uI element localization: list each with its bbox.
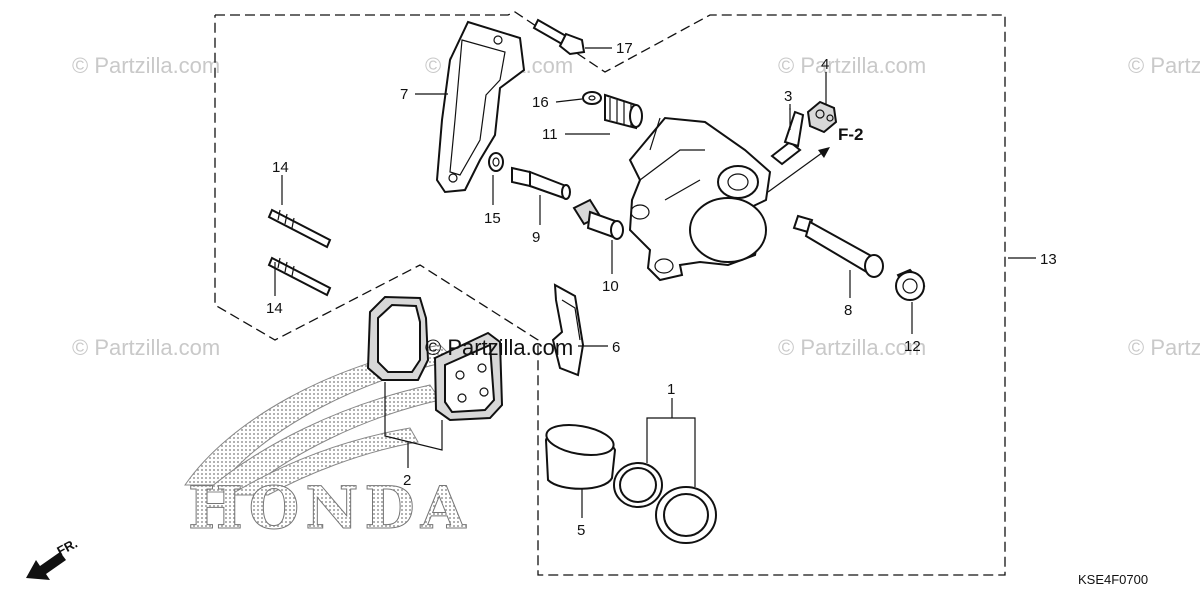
callouts: 7 17 16 11 15 9 10 3 4 F-2 8 12 13 14 14… bbox=[266, 40, 1057, 539]
callout-10: 10 bbox=[602, 278, 619, 295]
pin-boot-12 bbox=[895, 268, 926, 301]
washer-16 bbox=[582, 91, 602, 105]
callout-16: 16 bbox=[532, 94, 549, 111]
washer-15 bbox=[488, 152, 504, 172]
honda-brand-text: HONDA bbox=[188, 474, 472, 542]
callout-14b: 14 bbox=[266, 300, 283, 317]
callout-1: 1 bbox=[667, 381, 675, 398]
pad-pin-14b bbox=[267, 256, 332, 297]
callout-3: 3 bbox=[784, 88, 792, 105]
pin-boot-11 bbox=[604, 93, 643, 130]
pad-spring-6 bbox=[551, 283, 585, 377]
callout-7: 7 bbox=[400, 86, 408, 103]
watermark-center: © Partzilla.com bbox=[425, 335, 573, 360]
watermark: © Partzilla.com bbox=[778, 335, 926, 360]
pad-pin-14a bbox=[267, 208, 332, 249]
caliper-pin-9 bbox=[511, 166, 571, 200]
callout-13: 13 bbox=[1040, 251, 1057, 268]
watermark: © Partzilla.com bbox=[778, 53, 926, 78]
watermarks: © Partzilla.com © Partzilla.com © Partzi… bbox=[72, 53, 1200, 360]
drawing-code: KSE4F0700 bbox=[1078, 572, 1148, 587]
watermark: © Partzilla.com bbox=[1128, 335, 1200, 360]
slide-pin-8 bbox=[792, 214, 884, 278]
honda-wing-logo: HONDA bbox=[184, 344, 472, 543]
watermark: © Partzilla.com bbox=[72, 53, 220, 78]
leader-lines bbox=[274, 47, 1036, 518]
callout-14a: 14 bbox=[272, 159, 289, 176]
callout-17: 17 bbox=[616, 40, 633, 57]
reference-label-f2: F-2 bbox=[838, 125, 864, 144]
flange-bolt-17 bbox=[532, 18, 586, 56]
piston-5 bbox=[544, 424, 617, 490]
callout-15: 15 bbox=[484, 210, 501, 227]
assembly-boundary bbox=[214, 11, 1006, 576]
reference-arrow bbox=[767, 147, 830, 193]
bleeder-cap-4 bbox=[806, 100, 838, 134]
front-direction-arrow: FR. bbox=[26, 536, 80, 580]
callout-2: 2 bbox=[403, 472, 411, 489]
piston-seals-1 bbox=[613, 462, 717, 544]
callout-6: 6 bbox=[612, 339, 620, 356]
brake-pads-2 bbox=[366, 295, 504, 422]
caliper-body bbox=[628, 116, 772, 282]
callout-4: 4 bbox=[821, 56, 829, 73]
callout-8: 8 bbox=[844, 302, 852, 319]
callout-9: 9 bbox=[532, 229, 540, 246]
callout-5: 5 bbox=[577, 522, 585, 539]
watermark: © Partzilla.com bbox=[1128, 53, 1200, 78]
callout-11: 11 bbox=[542, 126, 558, 143]
pin-bolt-10 bbox=[572, 198, 624, 240]
caliper-bracket-7 bbox=[435, 20, 526, 194]
bleeder-screw-3 bbox=[770, 108, 805, 166]
watermark: © Partzilla.com bbox=[72, 335, 220, 360]
callout-12: 12 bbox=[904, 338, 921, 355]
